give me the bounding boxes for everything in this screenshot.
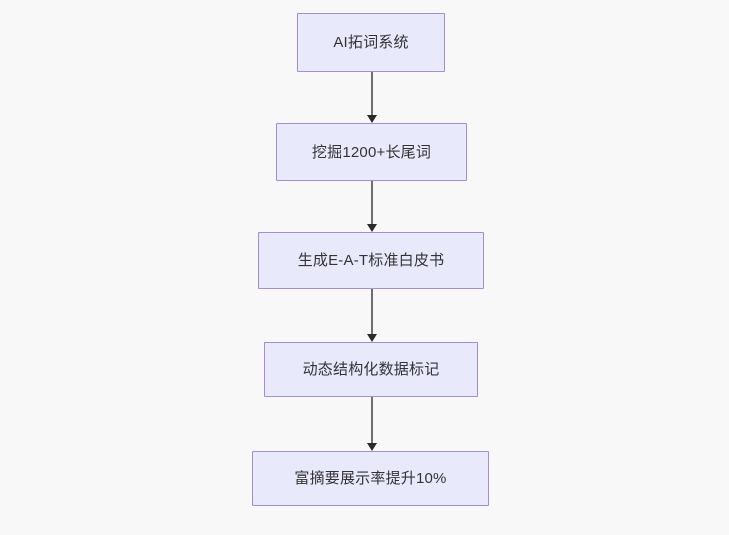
flow-node-mine-longtail-keywords[interactable]: 挖掘1200+长尾词 (276, 123, 467, 181)
edge-line (371, 181, 373, 225)
flow-node-rich-snippet-impression-lift[interactable]: 富摘要展示率提升10% (252, 451, 489, 506)
edge-line (371, 72, 373, 116)
flow-node-label: AI拓词系统 (333, 34, 409, 51)
edge-line (371, 289, 373, 335)
flow-edge-2-to-3 (367, 181, 377, 232)
arrowhead-icon (367, 443, 377, 451)
flow-node-label: 生成E-A-T标准白皮书 (297, 252, 445, 269)
arrowhead-icon (367, 334, 377, 342)
flow-node-label: 富摘要展示率提升10% (294, 470, 447, 487)
arrowhead-icon (367, 224, 377, 232)
flow-edge-1-to-2 (367, 72, 377, 123)
edge-line (371, 397, 373, 444)
arrowhead-icon (367, 115, 377, 123)
flow-node-ai-keyword-system[interactable]: AI拓词系统 (297, 13, 445, 72)
flow-edge-4-to-5 (367, 397, 377, 451)
flow-node-generate-eat-whitepaper[interactable]: 生成E-A-T标准白皮书 (258, 232, 484, 289)
flow-node-label: 挖掘1200+长尾词 (311, 143, 432, 161)
flow-node-dynamic-structured-data-markup[interactable]: 动态结构化数据标记 (264, 342, 478, 397)
flow-node-label: 动态结构化数据标记 (302, 361, 440, 378)
flow-edge-3-to-4 (367, 289, 377, 342)
